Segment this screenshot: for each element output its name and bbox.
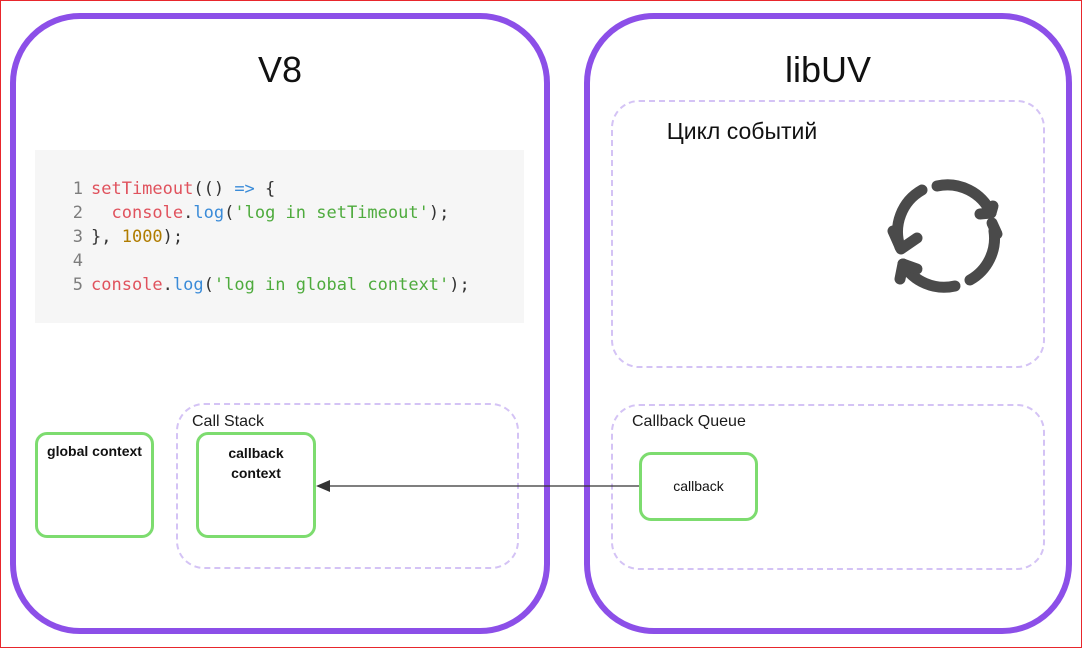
code-token: .	[162, 275, 173, 295]
code-token: (	[224, 203, 235, 223]
callback-queue-area	[611, 404, 1045, 570]
code-line: 5 console.log('log in global context');	[35, 273, 524, 297]
event-loop-area	[611, 100, 1045, 368]
code-token: (()	[193, 179, 235, 199]
call-stack-label: Call Stack	[192, 413, 265, 430]
code-token: log	[172, 275, 204, 295]
code-line: 2 console.log('log in setTimeout');	[35, 201, 524, 225]
code-token: {	[254, 179, 276, 199]
callback-context-box: callback context	[196, 432, 316, 538]
code-token: .	[183, 203, 194, 223]
code-token: 'log in setTimeout'	[234, 203, 429, 223]
code-line: 4	[35, 249, 524, 273]
v8-container: V8	[10, 13, 550, 634]
code-line: 3}, 1000);	[35, 225, 524, 249]
code-line: 1 setTimeout(() => {	[35, 177, 524, 201]
callback-box: callback	[639, 452, 758, 521]
code-token: log	[193, 203, 225, 223]
libuv-title: libUV	[784, 49, 872, 90]
code-token: },	[91, 227, 122, 247]
code-token: console	[91, 275, 163, 295]
code-token: setTimeout	[91, 179, 194, 199]
line-number: 1	[72, 179, 83, 199]
event-loop-label: Цикл событий	[666, 118, 818, 144]
code-token: (	[203, 275, 214, 295]
line-number: 5	[72, 275, 83, 295]
code-token: =>	[234, 179, 255, 199]
global-context-box: global context	[35, 432, 154, 538]
code-token: 'log in global context'	[213, 275, 450, 295]
code-token: );	[428, 203, 450, 223]
libuv-container: libUV	[584, 13, 1072, 634]
callback-context-label: callback context	[228, 445, 284, 481]
callback-queue-label: Callback Queue	[632, 413, 746, 430]
code-token: );	[449, 275, 470, 295]
line-number: 2	[72, 203, 83, 223]
v8-title: V8	[257, 49, 303, 90]
code-token: );	[162, 227, 184, 247]
code-token: console	[111, 203, 184, 223]
line-number: 4	[72, 251, 83, 271]
line-number: 3	[72, 227, 83, 247]
code-token: 1000	[121, 227, 163, 247]
refresh-cycle-icon	[887, 179, 1003, 293]
global-context-label: global context	[47, 443, 142, 459]
callback-label: callback	[673, 478, 724, 494]
